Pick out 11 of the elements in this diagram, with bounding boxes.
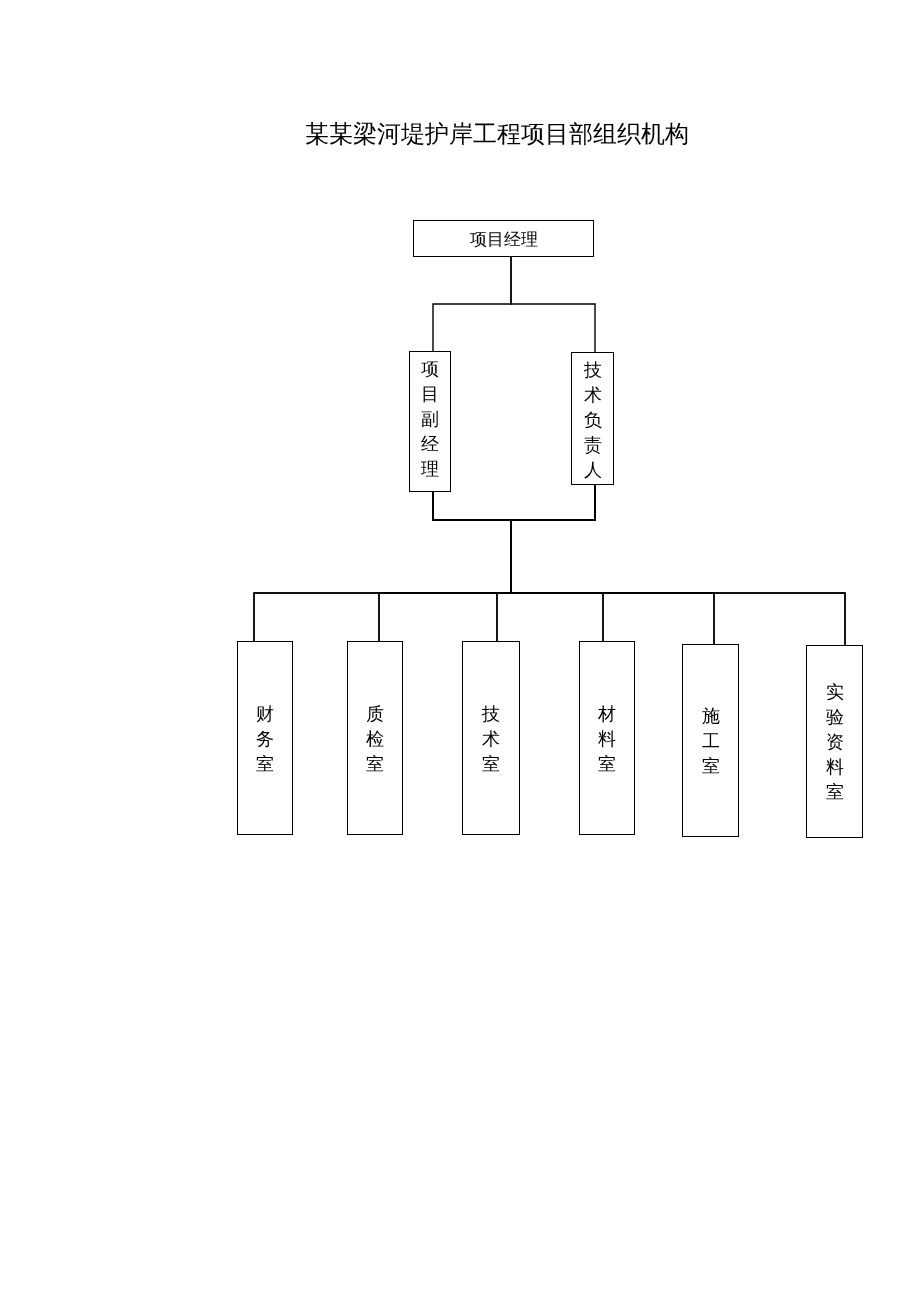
manager-box: 项目经理 — [413, 220, 594, 257]
connector-line — [510, 256, 596, 353]
diagram-title: 某某梁河堤护岸工程项目部组织机构 — [305, 119, 689, 150]
department-box: 材料室 — [579, 641, 635, 835]
department-box: 施工室 — [682, 644, 739, 837]
deputy-box: 技术负责人 — [571, 352, 614, 485]
department-box: 实验资料室 — [806, 645, 863, 838]
department-box: 财务室 — [237, 641, 293, 835]
deputy-box: 项目副经理 — [409, 351, 451, 492]
department-box: 技术室 — [462, 641, 520, 835]
department-box: 质检室 — [347, 641, 403, 835]
